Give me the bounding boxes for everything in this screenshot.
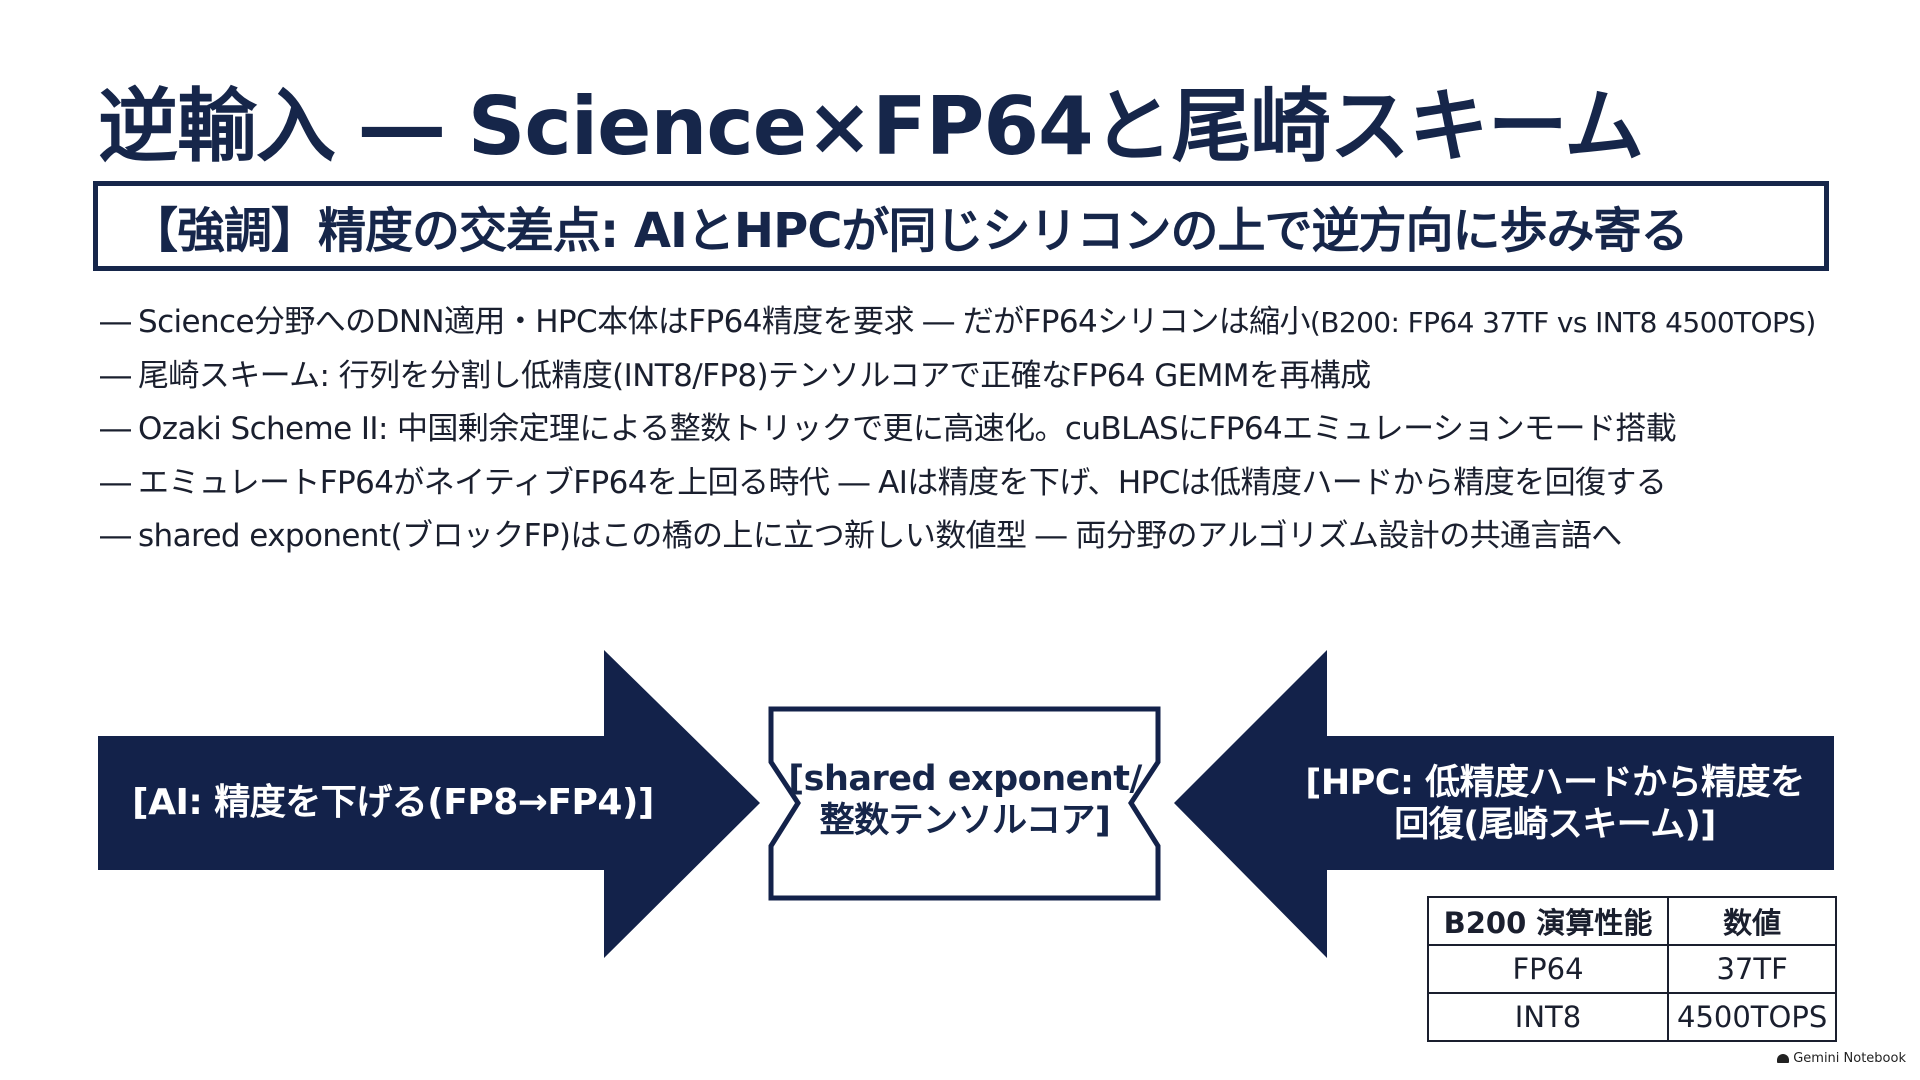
center-box-label: [shared exponent/ 整数テンソルコア] xyxy=(788,759,1142,841)
table-cell: INT8 xyxy=(1427,992,1669,1042)
center-box-shape xyxy=(768,706,1161,901)
table-row: FP64 37TF xyxy=(1427,944,1838,994)
watermark-text: Gemini Notebook xyxy=(1793,1051,1906,1066)
watermark: Gemini Notebook xyxy=(1777,1051,1906,1066)
bullet-dash: ― xyxy=(100,357,131,394)
bullet-dash: ― xyxy=(100,464,131,501)
bullet-item: ―エミュレートFP64がネイティブFP64を上回る時代 ― AIは精度を下げ、H… xyxy=(100,457,1840,511)
bullet-text: 尾崎スキーム: 行列を分割し低精度(INT8/FP8)テンソルコアで正確なFP6… xyxy=(138,357,1371,394)
table-header-row: B200 演算性能 数値 xyxy=(1427,896,1838,946)
table-cell: FP64 xyxy=(1427,944,1669,994)
bullet-text: エミュレートFP64がネイティブFP64を上回る時代 ― AIは精度を下げ、HP… xyxy=(138,464,1667,501)
table-row: INT8 4500TOPS xyxy=(1427,992,1838,1042)
table-cell: 4500TOPS xyxy=(1666,992,1838,1042)
bullet-list: ―Science分野へのDNN適用・HPC本体はFP64精度を要求 ― だがFP… xyxy=(100,296,1840,564)
bullet-note: (B200: FP64 37TF vs INT8 4500TOPS) xyxy=(1309,306,1816,339)
bullet-item: ―Ozaki Scheme II: 中国剰余定理による整数トリックで更に高速化。… xyxy=(100,403,1840,457)
b200-performance-table: B200 演算性能 数値 FP64 37TF INT8 4500TOPS xyxy=(1427,896,1838,1042)
bullet-item: ―尾崎スキーム: 行列を分割し低精度(INT8/FP8)テンソルコアで正確なFP… xyxy=(100,350,1840,404)
hpc-arrow-label: [HPC: 低精度ハードから精度を回復(尾崎スキーム)] xyxy=(1305,763,1805,845)
slide-title: 逆輸入 ― Science×FP64と尾崎スキーム xyxy=(98,80,1644,173)
bullet-text: shared exponent(ブロックFP)はこの橋の上に立つ新しい数値型 ―… xyxy=(138,518,1622,554)
emphasis-text: 【強調】精度の交差点: AIとHPCが同じシリコンの上で逆方向に歩み寄る xyxy=(130,203,1688,259)
emphasis-box: 【強調】精度の交差点: AIとHPCが同じシリコンの上で逆方向に歩み寄る xyxy=(93,181,1829,271)
table-header-cell: 数値 xyxy=(1666,896,1838,946)
left-arrow-shape xyxy=(98,650,760,958)
bullet-dash: ― xyxy=(100,304,131,340)
bullet-item: ―shared exponent(ブロックFP)はこの橋の上に立つ新しい数値型 … xyxy=(100,510,1840,564)
bullet-text: Ozaki Scheme II: 中国剰余定理による整数トリックで更に高速化。c… xyxy=(138,411,1677,447)
right-arrow-shape xyxy=(1174,650,1834,958)
table-header-cell: B200 演算性能 xyxy=(1427,896,1669,946)
table-cell: 37TF xyxy=(1666,944,1838,994)
ai-arrow-label: [AI: 精度を下げる(FP8→FP4)] xyxy=(132,782,654,823)
notebook-icon xyxy=(1777,1054,1790,1063)
bullet-dash: ― xyxy=(100,518,131,554)
bullet-item: ―Science分野へのDNN適用・HPC本体はFP64精度を要求 ― だがFP… xyxy=(100,296,1840,350)
bullet-text: Science分野へのDNN適用・HPC本体はFP64精度を要求 ― だがFP6… xyxy=(138,304,1311,340)
bullet-dash: ― xyxy=(100,411,131,447)
